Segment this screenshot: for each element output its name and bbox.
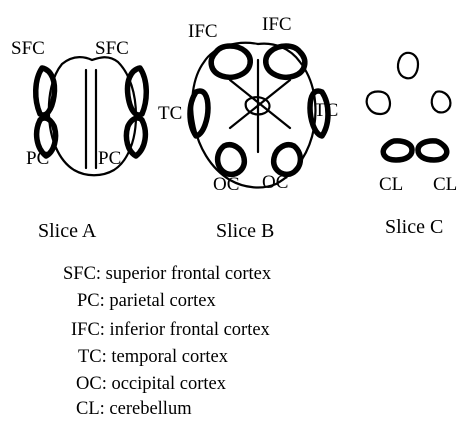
slice-c-cl-right-lobe <box>418 141 447 160</box>
slice-b-oc-right-gyrus <box>274 145 301 175</box>
slice-b-label-ifc-right: IFC <box>262 14 292 35</box>
slice-b-tc-left-gyrus <box>190 91 208 136</box>
slice-b-oc-left-gyrus <box>218 145 245 175</box>
slice-b-label-ifc-left: IFC <box>188 21 218 42</box>
slice-c-right-blob <box>432 91 451 112</box>
slice-a-sfc-right-gyrus <box>128 68 147 115</box>
legend-entry-pc: PC: parietal cortex <box>77 291 216 311</box>
slice-a-sfc-left-gyrus <box>36 68 55 115</box>
legend: SFC: superior frontal cortex PC: parieta… <box>63 264 272 419</box>
slice-a-label-pc-left: PC <box>26 148 49 169</box>
slice-b-label-tc-left: TC <box>158 103 182 124</box>
slice-c: CL CL Slice C <box>367 53 458 238</box>
slice-c-cl-left-lobe <box>383 141 412 160</box>
slice-b-label-tc-right: TC <box>314 100 338 121</box>
slice-c-caption: Slice C <box>385 216 443 238</box>
slice-a-outline <box>49 57 136 175</box>
slice-a-caption: Slice A <box>38 220 97 242</box>
legend-entry-ifc: IFC: inferior frontal cortex <box>71 320 271 340</box>
slice-b-label-oc-right: OC <box>262 172 288 193</box>
legend-entry-cl: CL: cerebellum <box>76 399 192 419</box>
slice-c-left-blob <box>367 92 390 115</box>
slice-c-top-blob <box>398 53 418 78</box>
slice-b-label-oc-left: OC <box>213 174 239 195</box>
slice-a: SFC SFC PC PC Slice A <box>11 38 146 242</box>
slice-b-ifc-left-gyrus <box>211 46 250 77</box>
slice-a-label-sfc-right: SFC <box>95 38 129 59</box>
slice-c-label-cl-right: CL <box>433 174 457 195</box>
legend-entry-tc: TC: temporal cortex <box>78 347 229 367</box>
slice-a-midline <box>86 70 96 168</box>
legend-entry-oc: OC: occipital cortex <box>76 374 227 394</box>
slice-c-label-cl-left: CL <box>379 174 403 195</box>
slice-b-caption: Slice B <box>216 220 274 242</box>
legend-entry-sfc: SFC: superior frontal cortex <box>63 264 272 284</box>
slice-a-label-sfc-left: SFC <box>11 38 45 59</box>
slice-a-label-pc-right: PC <box>98 148 121 169</box>
slice-b: IFC IFC TC TC OC OC Slice B <box>158 14 338 242</box>
